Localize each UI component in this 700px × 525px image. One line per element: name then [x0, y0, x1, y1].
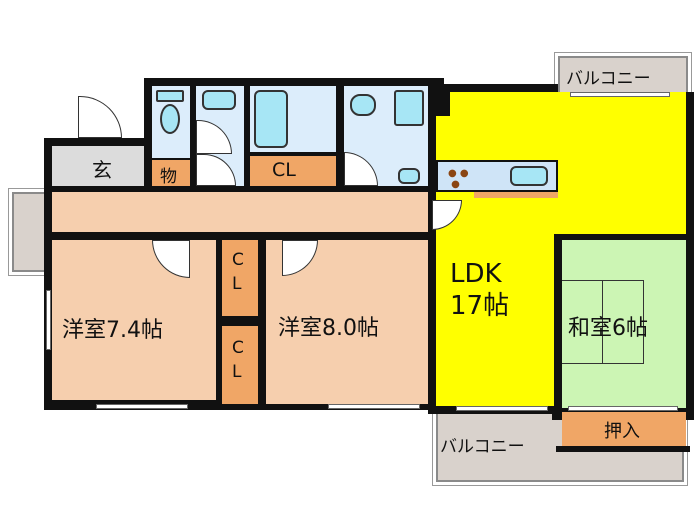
ldk-corner-pillar	[436, 92, 450, 116]
hallway	[52, 192, 428, 232]
tatami-line-mid	[602, 280, 603, 364]
oshiire: 押入	[562, 412, 686, 446]
closet-hall: CL	[250, 156, 336, 186]
sink-icon	[350, 94, 376, 116]
ldk-label: LDK 17帖	[450, 259, 510, 321]
western-room-1-label: 洋室7.4帖	[62, 318, 163, 343]
closet-lower: C L	[222, 326, 258, 404]
western-room-2-label: 洋室8.0帖	[278, 316, 379, 341]
balcony-top: バルコニー	[554, 52, 692, 100]
washing-machine-icon	[394, 90, 424, 126]
laundry-room	[344, 86, 428, 186]
oshiire-label: 押入	[604, 421, 640, 442]
closet-hall-label: CL	[272, 159, 296, 181]
balcony-top-label: バルコニー	[566, 69, 651, 89]
entrance-label: 玄	[92, 158, 112, 182]
western-room-1: 洋室7.4帖	[52, 240, 216, 400]
washroom-door[interactable]	[196, 120, 232, 154]
closet-lower-label: C L	[232, 338, 244, 382]
tatami-lines	[562, 280, 644, 364]
kitchen-shelf	[474, 192, 558, 198]
window-balcony-top	[570, 92, 670, 97]
toilet-tank-icon	[156, 90, 184, 102]
storage: 物	[152, 160, 190, 187]
balcony-left	[8, 188, 50, 276]
washbasin-icon	[202, 90, 236, 110]
toilet-door[interactable]	[196, 154, 236, 186]
window-japanese-bottom	[568, 406, 678, 411]
window-left	[46, 290, 51, 350]
storage-label: 物	[160, 167, 177, 187]
window-ldk-bottom	[456, 406, 548, 411]
water-heater-icon	[398, 168, 420, 184]
entrance: 玄	[52, 146, 144, 186]
japanese-room: 和室6帖	[562, 240, 686, 408]
kitchen-counter: ● ● ●	[436, 160, 558, 192]
bathroom	[250, 86, 336, 152]
balcony-bottom-label: バルコニー	[440, 437, 525, 457]
entrance-door[interactable]	[78, 96, 122, 138]
japanese-room-label: 和室6帖	[568, 316, 648, 341]
washroom	[196, 86, 244, 186]
window-western-1	[96, 404, 188, 409]
closet-upper-label: C L	[232, 250, 244, 294]
window-western-2	[328, 404, 420, 409]
toilet-bowl-icon	[160, 104, 180, 134]
oshiire-wall	[556, 446, 690, 452]
laundry-door[interactable]	[344, 152, 378, 186]
toilet	[152, 86, 190, 158]
kitchen-sink-icon	[510, 166, 548, 186]
stove-icon: ● ● ●	[448, 168, 469, 190]
ldk-lower: LDK 17帖	[436, 230, 554, 406]
closet-upper: C L	[222, 240, 258, 316]
bathtub-icon	[254, 90, 288, 148]
